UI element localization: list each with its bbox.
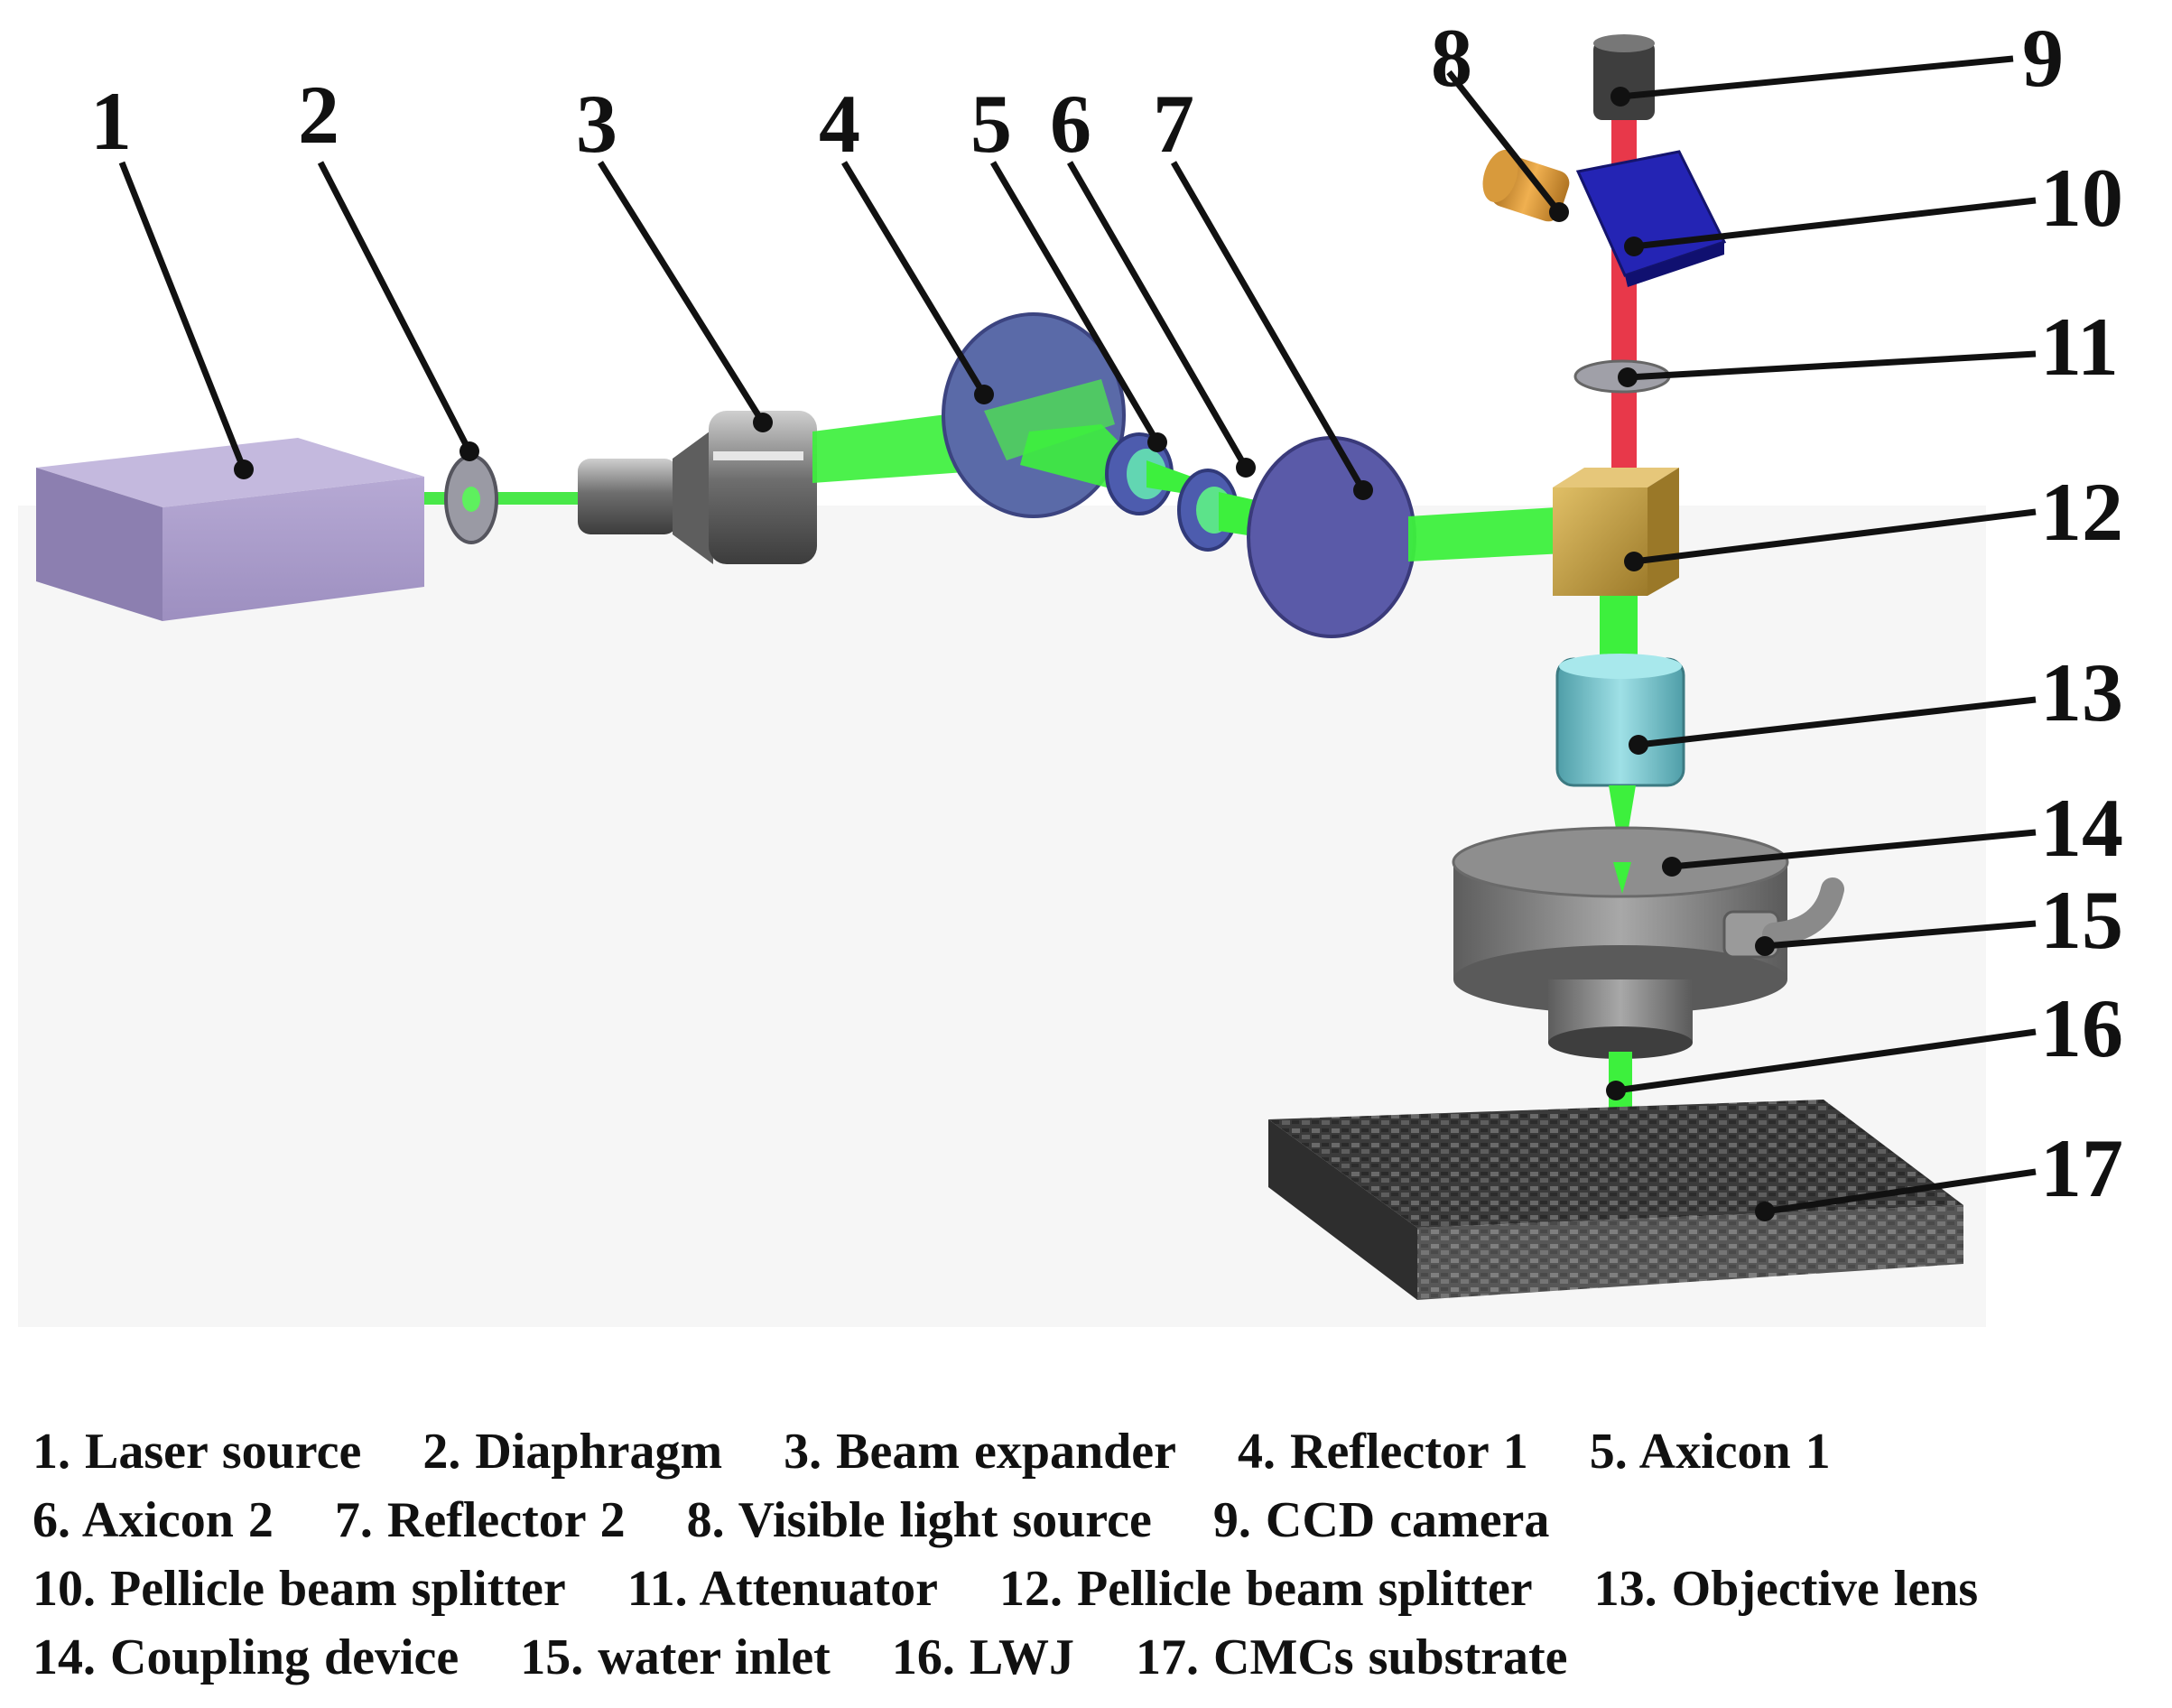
legend-item: 16. LWJ	[891, 1629, 1075, 1685]
legend-item: 7. Reflector 2	[334, 1492, 626, 1548]
ccd-camera	[1593, 34, 1655, 120]
callout-4: 4	[819, 78, 860, 170]
legend-item: 14. Coupling device	[32, 1629, 459, 1685]
legend-item: 6. Axicon 2	[32, 1492, 274, 1548]
legend-item: 9. CCD camera	[1212, 1492, 1550, 1548]
legend-item: 5. Axicon 1	[1589, 1424, 1831, 1480]
legend-item: 2. Diaphragm	[422, 1424, 723, 1480]
legend-item: 1. Laser source	[32, 1424, 362, 1480]
legend-item: 13. Objective lens	[1593, 1561, 1979, 1617]
legend-item: 4. Reflector 1	[1238, 1424, 1528, 1480]
leader-lines	[118, 55, 2037, 1215]
legend-item: 15. water inlet	[520, 1629, 831, 1685]
callout-5: 5	[970, 78, 1012, 170]
legend-item: 8. Visible light source	[686, 1492, 1152, 1548]
callout-15: 15	[2040, 874, 2123, 966]
callout-17: 17	[2040, 1122, 2123, 1214]
legend-item: 12. Pellicle beam splitter	[998, 1561, 1533, 1617]
callout-7: 7	[1153, 78, 1194, 170]
callout-16: 16	[2040, 982, 2123, 1074]
callout-8: 8	[1431, 12, 1472, 104]
callout-3: 3	[576, 78, 617, 170]
callout-1: 1	[90, 75, 132, 167]
laser-beam-axicon-gap	[1146, 460, 1192, 495]
callout-11: 11	[2040, 301, 2119, 393]
callout-6: 6	[1050, 78, 1091, 170]
legend-item: 3. Beam expander	[784, 1424, 1176, 1480]
legend-item: 11. Attenuator	[627, 1561, 938, 1617]
laser-source	[36, 438, 424, 621]
legend-item: 10. Pellicle beam splitter	[32, 1561, 566, 1617]
objective-lens	[1555, 654, 1685, 787]
laser-beam-focus	[1607, 785, 1636, 867]
callout-12: 12	[2040, 466, 2123, 558]
cmcs-substrate	[1268, 1100, 1963, 1300]
callout-14: 14	[2040, 782, 2123, 874]
callout-numbers: 1 2 3 4 5 6 7 8 9 10 11 12 13 14 15 16 1…	[90, 12, 2123, 1214]
callout-9: 9	[2022, 12, 2064, 104]
legend-item: 17. CMCs substrate	[1136, 1629, 1568, 1685]
leader-dots	[234, 87, 1775, 1221]
beam-expander	[578, 411, 817, 564]
callout-10: 10	[2040, 152, 2123, 244]
callout-13: 13	[2040, 646, 2123, 738]
legend-caption: 1. Laser source 2. Diaphragm 3. Beam exp…	[32, 1417, 2145, 1692]
reflector-2	[1247, 436, 1416, 638]
pellicle-beam-splitter-cube	[1553, 468, 1679, 596]
callout-2: 2	[298, 69, 339, 161]
